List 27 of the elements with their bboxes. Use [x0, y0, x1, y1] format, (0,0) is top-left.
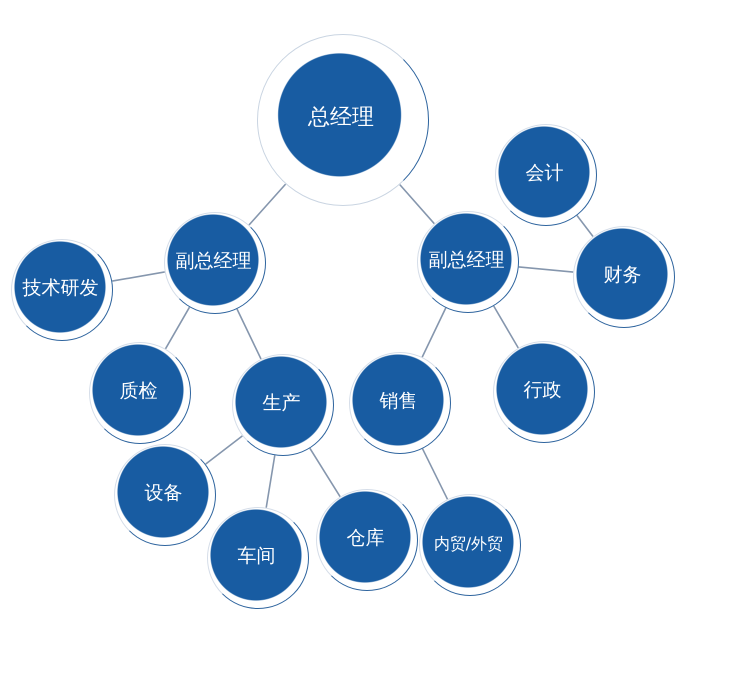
department-label: 行政: [524, 379, 562, 402]
connector-line: [422, 448, 448, 500]
connector-line: [421, 308, 447, 358]
department-label: 设备: [144, 482, 182, 505]
department-label: 财务: [604, 264, 642, 287]
department-label: 仓库: [346, 527, 384, 550]
connector-line: [236, 308, 262, 360]
department-label: 销售: [380, 390, 418, 413]
department-label: 会计: [526, 162, 564, 185]
connector-line: [248, 184, 286, 226]
connector-line: [576, 215, 594, 237]
department-label: 副总经理: [428, 249, 504, 272]
department-label: 质检: [120, 380, 158, 403]
connector-line: [164, 306, 190, 350]
department-label: 车间: [238, 545, 276, 568]
connector-line: [518, 266, 574, 273]
connector-line: [309, 448, 341, 498]
department-label: 副总经理: [176, 250, 252, 273]
department-label: 内贸/外贸: [434, 534, 504, 554]
connector-line: [112, 271, 165, 282]
connector-line: [399, 184, 435, 224]
department-label: 总经理: [308, 104, 374, 132]
connector-line: [493, 306, 519, 348]
department-label: 生产: [262, 392, 300, 415]
department-label: 技术研发: [22, 277, 98, 300]
connector-line: [265, 455, 276, 508]
connector-line: [205, 435, 243, 465]
